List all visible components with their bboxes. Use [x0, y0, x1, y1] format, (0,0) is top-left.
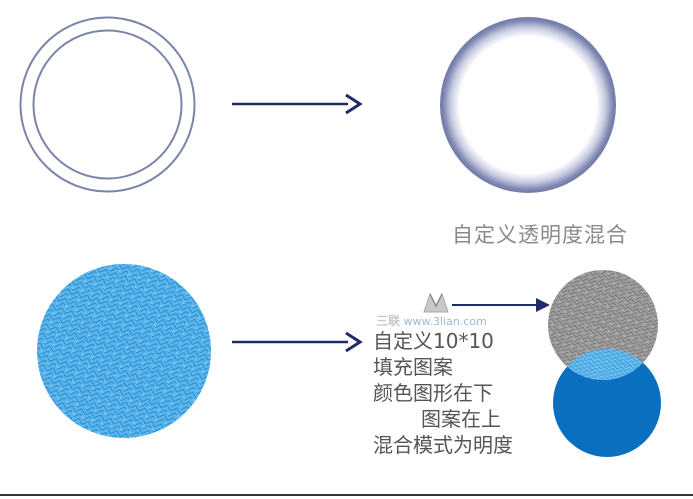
gradient-ring-shape: [440, 17, 616, 193]
small-arrow-right-icon: [452, 298, 550, 312]
watermark-brand: 三联: [376, 314, 401, 328]
note-line-2: 填充图案: [373, 355, 453, 379]
steps-notes: 自定义10*10 填充图案 颜色图形在下 图案在上 混合模式为明度: [373, 328, 513, 458]
double-ring-shape: [19, 16, 196, 193]
note-line-3: 颜色图形在下: [373, 381, 493, 405]
blend-caption: 自定义透明度混合: [452, 223, 628, 247]
arrow-right-icon: [232, 331, 363, 353]
arrow-right-icon: [232, 93, 363, 115]
note-line-5: 混合模式为明度: [373, 433, 513, 457]
watermark-logo-icon: [423, 292, 449, 313]
note-line-4: 图案在上: [421, 407, 501, 431]
gray-pattern-circle: [548, 270, 658, 380]
solid-blue-circle: [553, 349, 661, 457]
blue-pattern-circle: [37, 264, 211, 438]
watermark-url: 三联 www.3lian.com: [376, 312, 487, 329]
blend-result-shapes: [548, 270, 661, 457]
note-line-1: 自定义10*10: [373, 329, 494, 353]
watermark-url-text: www.3lian.com: [403, 315, 487, 328]
bottom-divider: [0, 494, 693, 496]
